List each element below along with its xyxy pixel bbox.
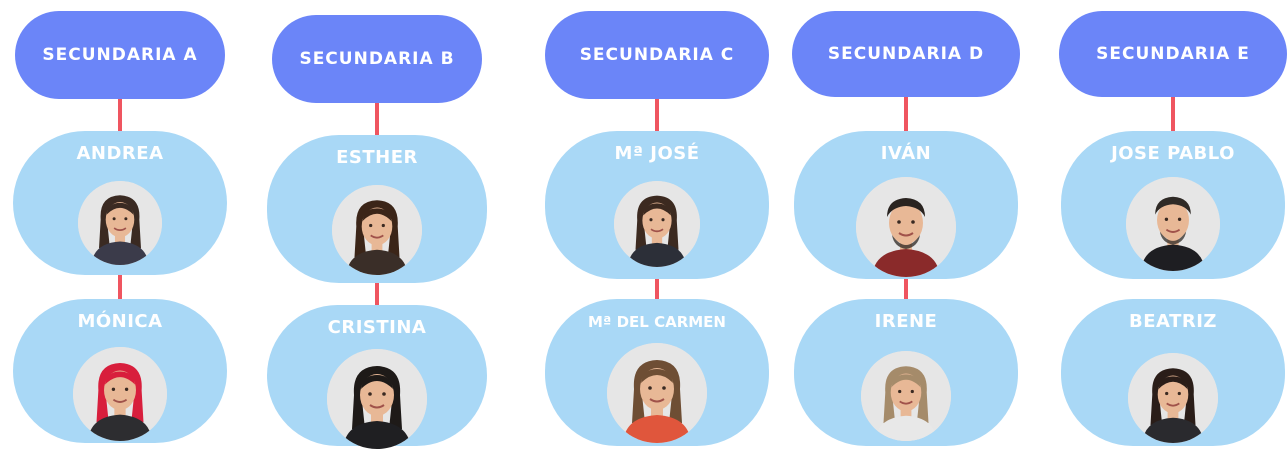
person-name: JOSE PABLO xyxy=(1111,143,1235,164)
person-name: IVÁN xyxy=(880,143,932,164)
person-card: MÓNICA xyxy=(13,299,227,443)
person-name: ANDREA xyxy=(76,143,164,164)
column-secundaria-e: SECUNDARIA E JOSE PABLO BEATRIZ xyxy=(1053,0,1288,446)
person-name: Mª DEL CARMEN xyxy=(588,313,726,331)
female-portrait-icon xyxy=(78,181,162,265)
connector-line xyxy=(655,279,659,299)
column-secundaria-b: SECUNDARIA B ESTHER CRISTINA xyxy=(257,0,497,449)
female-portrait-icon xyxy=(607,343,707,443)
group-header: SECUNDARIA E xyxy=(1059,11,1287,97)
column-secundaria-c: SECUNDARIA C Mª JOSÉ Mª DEL CARMEN xyxy=(537,0,777,446)
connector-line xyxy=(655,99,659,131)
connector-line xyxy=(904,97,908,131)
person-card: Mª DEL CARMEN xyxy=(545,299,769,446)
person-name: IRENE xyxy=(874,311,938,332)
female-portrait-icon xyxy=(332,185,422,275)
female-portrait-icon xyxy=(861,351,951,441)
male-portrait-icon xyxy=(1126,177,1220,271)
connector-line xyxy=(904,279,908,299)
person-card: BEATRIZ xyxy=(1061,299,1285,446)
connector-line xyxy=(1171,97,1175,131)
person-card: IVÁN xyxy=(794,131,1018,279)
person-card: ESTHER xyxy=(267,135,487,283)
group-header: SECUNDARIA B xyxy=(272,15,482,103)
person-name: MÓNICA xyxy=(77,311,163,332)
person-card: IRENE xyxy=(794,299,1018,446)
column-secundaria-a: SECUNDARIA A ANDREA MÓNICA xyxy=(0,0,240,446)
person-name: ESTHER xyxy=(336,147,418,168)
male-portrait-icon xyxy=(856,177,956,277)
group-header: SECUNDARIA A xyxy=(15,11,225,99)
female-portrait-icon xyxy=(1128,353,1218,443)
group-header: SECUNDARIA C xyxy=(545,11,769,99)
connector-line xyxy=(118,99,122,131)
person-card: Mª JOSÉ xyxy=(545,131,769,279)
female-portrait-icon xyxy=(73,347,167,441)
person-card: JOSE PABLO xyxy=(1061,131,1285,279)
female-portrait-icon xyxy=(327,349,427,449)
person-card: CRISTINA xyxy=(267,305,487,449)
person-card: ANDREA xyxy=(13,131,227,275)
connector-line xyxy=(118,275,122,299)
column-secundaria-d: SECUNDARIA D IVÁN IRENE xyxy=(786,0,1026,446)
person-name: CRISTINA xyxy=(327,317,427,338)
person-name: BEATRIZ xyxy=(1129,311,1217,332)
group-header: SECUNDARIA D xyxy=(792,11,1020,97)
female-portrait-icon xyxy=(614,181,700,267)
connector-line xyxy=(375,103,379,135)
connector-line xyxy=(375,283,379,305)
person-name: Mª JOSÉ xyxy=(614,143,700,164)
